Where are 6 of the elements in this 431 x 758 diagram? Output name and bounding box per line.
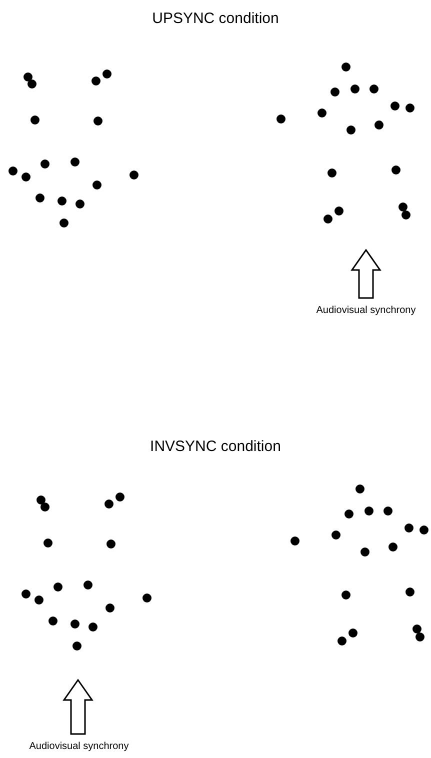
condition-heading: INVSYNC condition xyxy=(149,437,282,457)
hollow-arrow xyxy=(350,248,382,299)
caption-text: Audiovisual synchrony xyxy=(296,302,431,320)
hollow-arrow xyxy=(62,678,94,735)
caption-text: Audiovisual synchrony xyxy=(4,738,154,756)
condition-heading: UPSYNC condition xyxy=(151,9,280,29)
